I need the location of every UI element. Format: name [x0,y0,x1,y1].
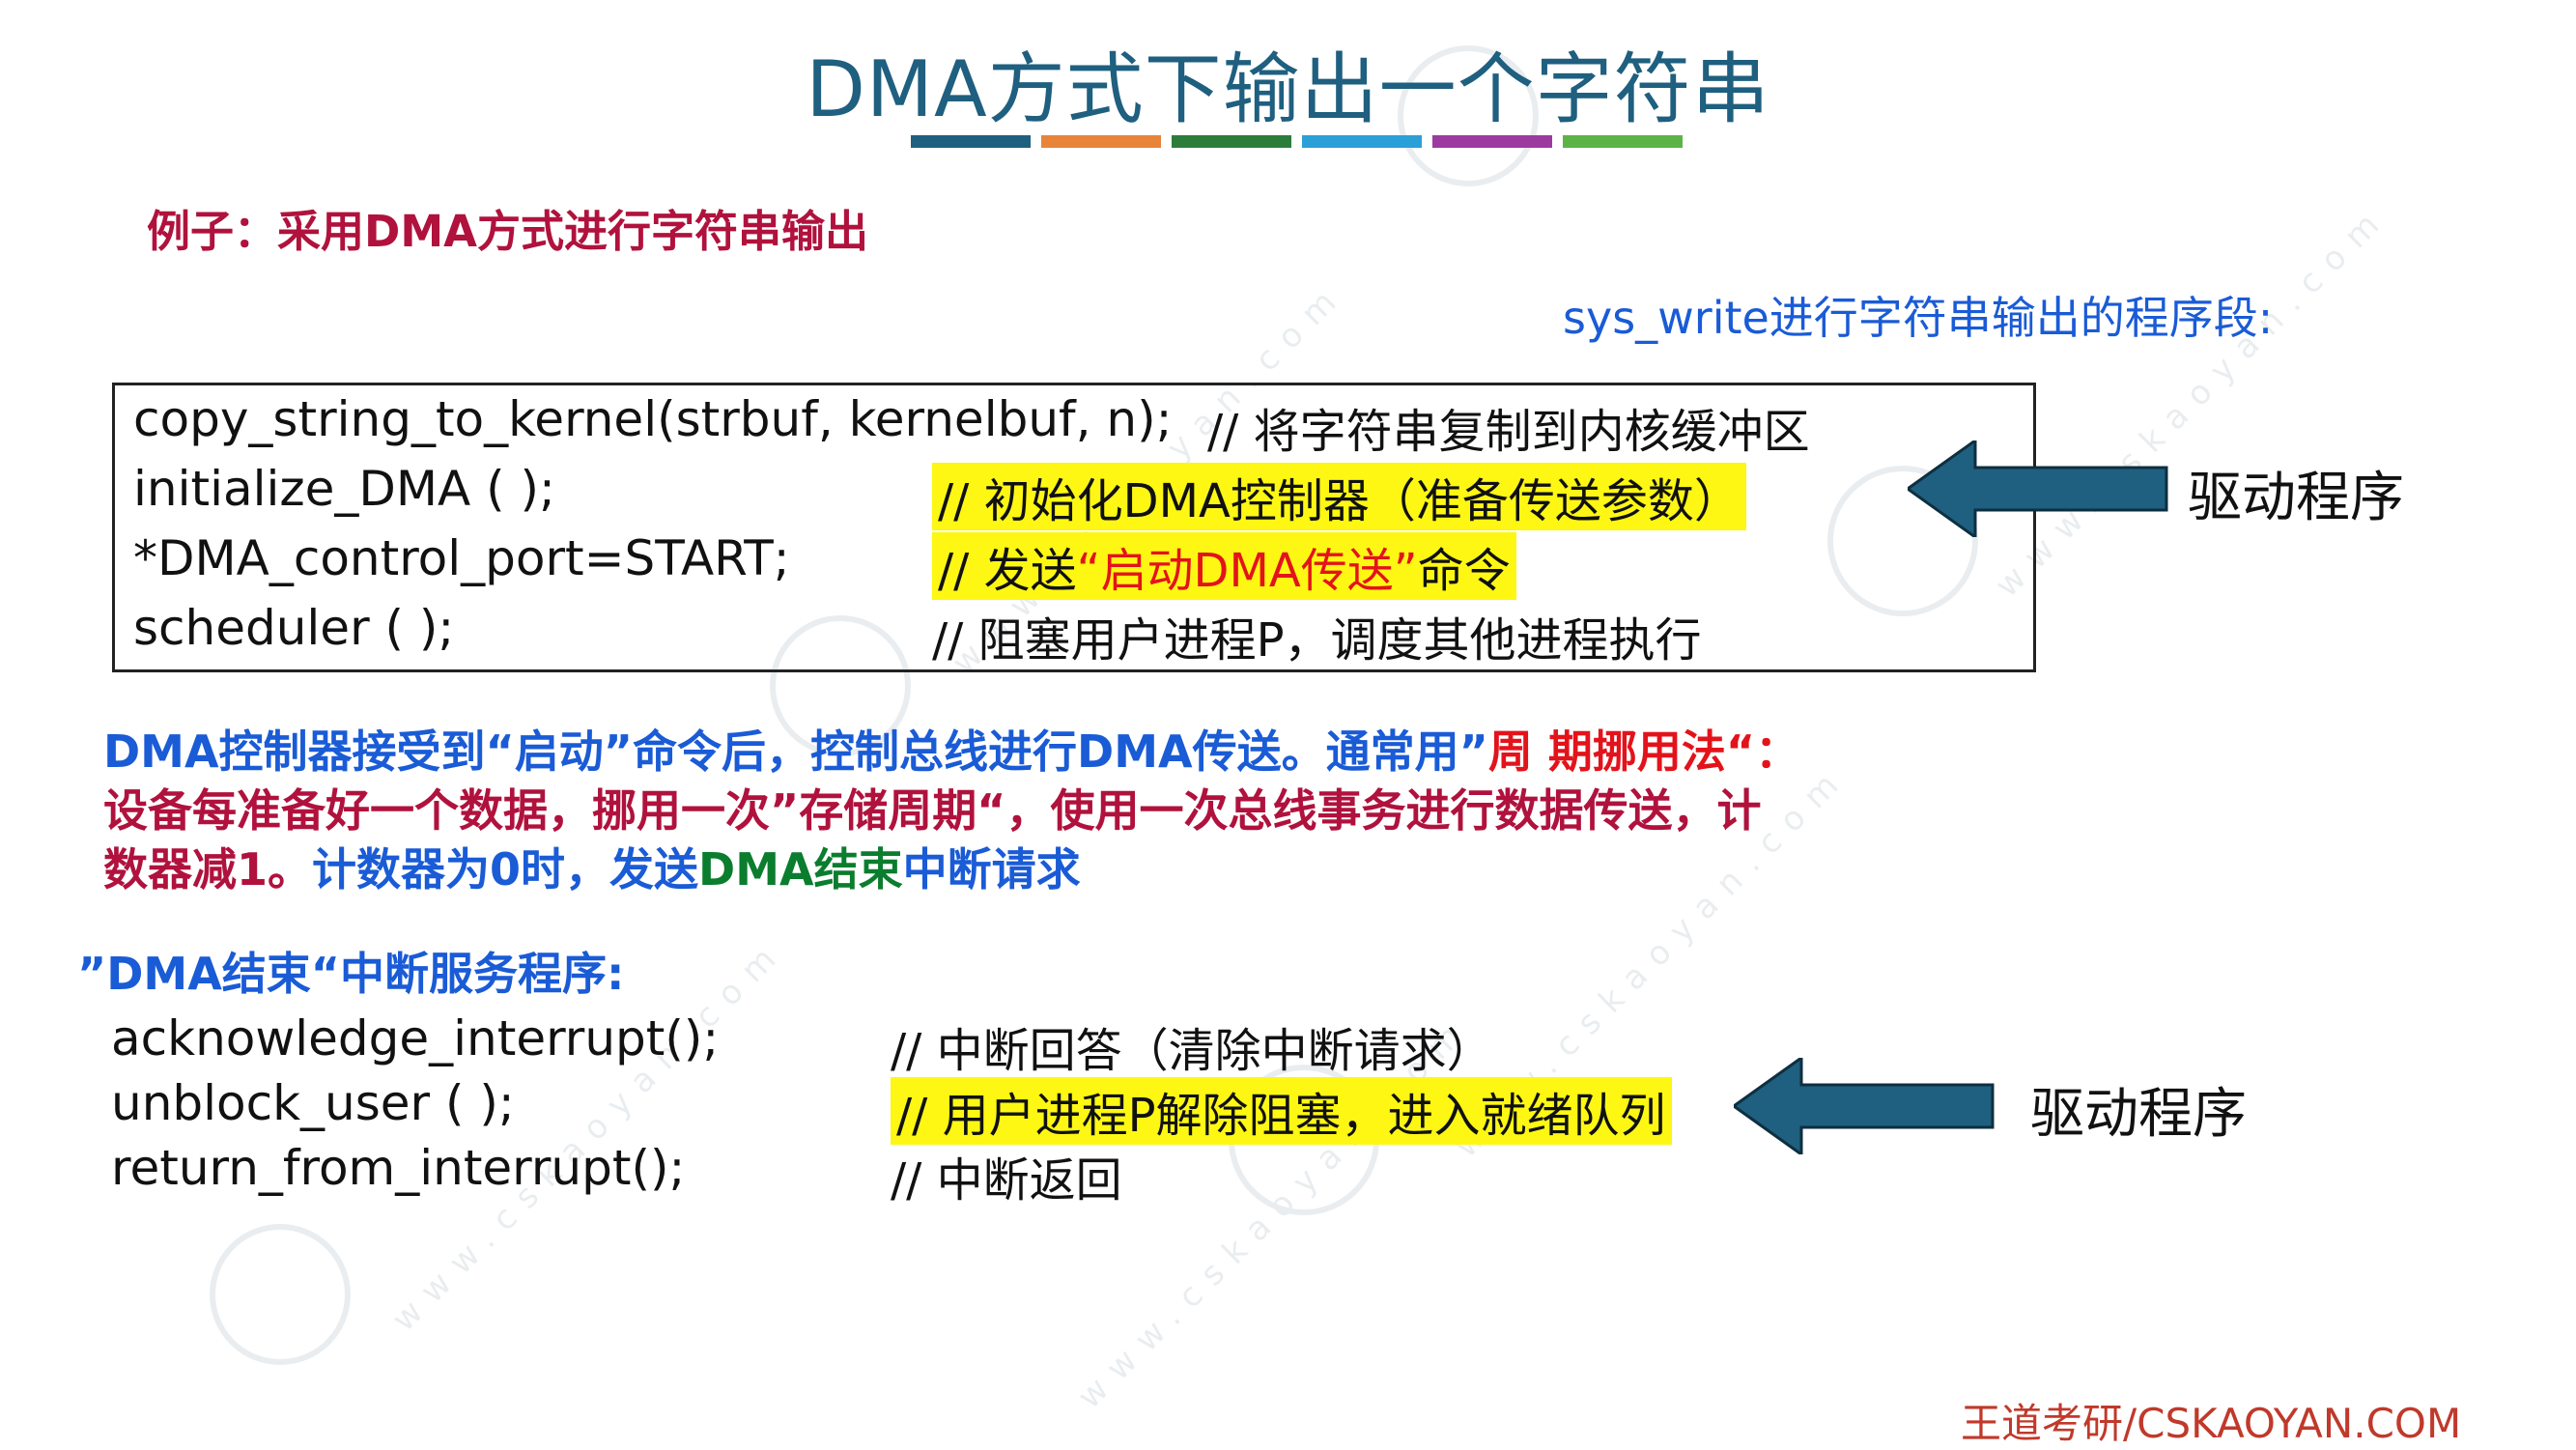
comment-3-suffix: 命令 [1417,544,1511,598]
arrow-left-icon-2 [1734,1058,1995,1154]
example-label: 例子：采用DMA方式进行字符串输出 [147,206,868,257]
title-bar-5 [1432,135,1552,148]
code-line-1: copy_string_to_kernel(strbuf, kernelbuf,… [133,391,1173,447]
code-comment-3: // 发送“启动DMA传送”命令 [932,532,1516,600]
isr-comment-2: // 用户进程P解除阻塞，进入就绪队列 [891,1077,1672,1145]
page-title: DMA方式下输出一个字符串 [806,44,1770,134]
title-underline-bars [911,135,1683,148]
code-line-2: initialize_DMA ( ); [133,461,555,517]
arrow-left-icon [1908,441,2168,537]
paragraph-line-3: 数器减1。计数器为0时，发送DMA结束中断请求 [103,835,1081,898]
code-comment-4: // 阻塞用户进程P，调度其他进程执行 [932,613,1702,668]
driver-label-1: 驱动程序 [2188,467,2404,529]
paragraph-line-1: DMA控制器接受到“启动”命令后，控制总线进行DMA传送。通常用”周 期挪用法“… [103,717,1799,781]
isr-line-2: unblock_user ( ); [111,1075,515,1131]
para-p6: DMA结束 [698,843,903,896]
title-bar-6 [1563,135,1683,148]
title-bar-4 [1302,135,1422,148]
code-line-3: *DMA_control_port=START; [133,530,790,586]
driver-label-2: 驱动程序 [2030,1083,2247,1146]
isr-heading: ”DMA结束“中断服务程序: [77,948,625,1000]
para-p7: 中断请求 [902,843,1081,896]
isr-line-1: acknowledge_interrupt(); [111,1010,720,1066]
isr-comment-1: // 中断回答（清除中断请求） [891,1024,1493,1078]
para-p5: 计数器为0时，发送 [312,843,699,896]
code-comment-2: // 初始化DMA控制器（准备传送参数） [932,463,1746,530]
paragraph-line-2: 设备每准备好一个数据，挪用一次”存储周期“，使用一次总线事务进行数据传送，计 [103,784,1762,837]
code-box [112,383,2036,672]
para-p1: DMA控制器接受到“启动”命令后，控制总线进行DMA传送。通常用” [103,725,1488,778]
title-bar-3 [1172,135,1291,148]
title-bar-1 [911,135,1031,148]
svg-text:www.cskaoyan.com: www.cskaoyan.com [1988,196,2396,605]
footer-brand: 王道考研/CSKAOYAN.COM [1961,1400,2462,1447]
code-section-heading: sys_write进行字符串输出的程序段: [1563,292,2274,344]
para-p4: 数器减1。 [103,843,313,896]
isr-line-3: return_from_interrupt(); [111,1140,686,1196]
comment-3-highlight: “启动DMA传送” [1076,544,1418,598]
code-comment-1: // 将字符串复制到内核缓冲区 [1207,405,1810,459]
para-p2: 周 期挪用法“： [1487,725,1800,778]
code-line-4: scheduler ( ); [133,600,455,656]
title-bar-2 [1041,135,1161,148]
isr-comment-3: // 中断返回 [891,1153,1122,1208]
comment-3-prefix: // 发送 [938,544,1077,598]
